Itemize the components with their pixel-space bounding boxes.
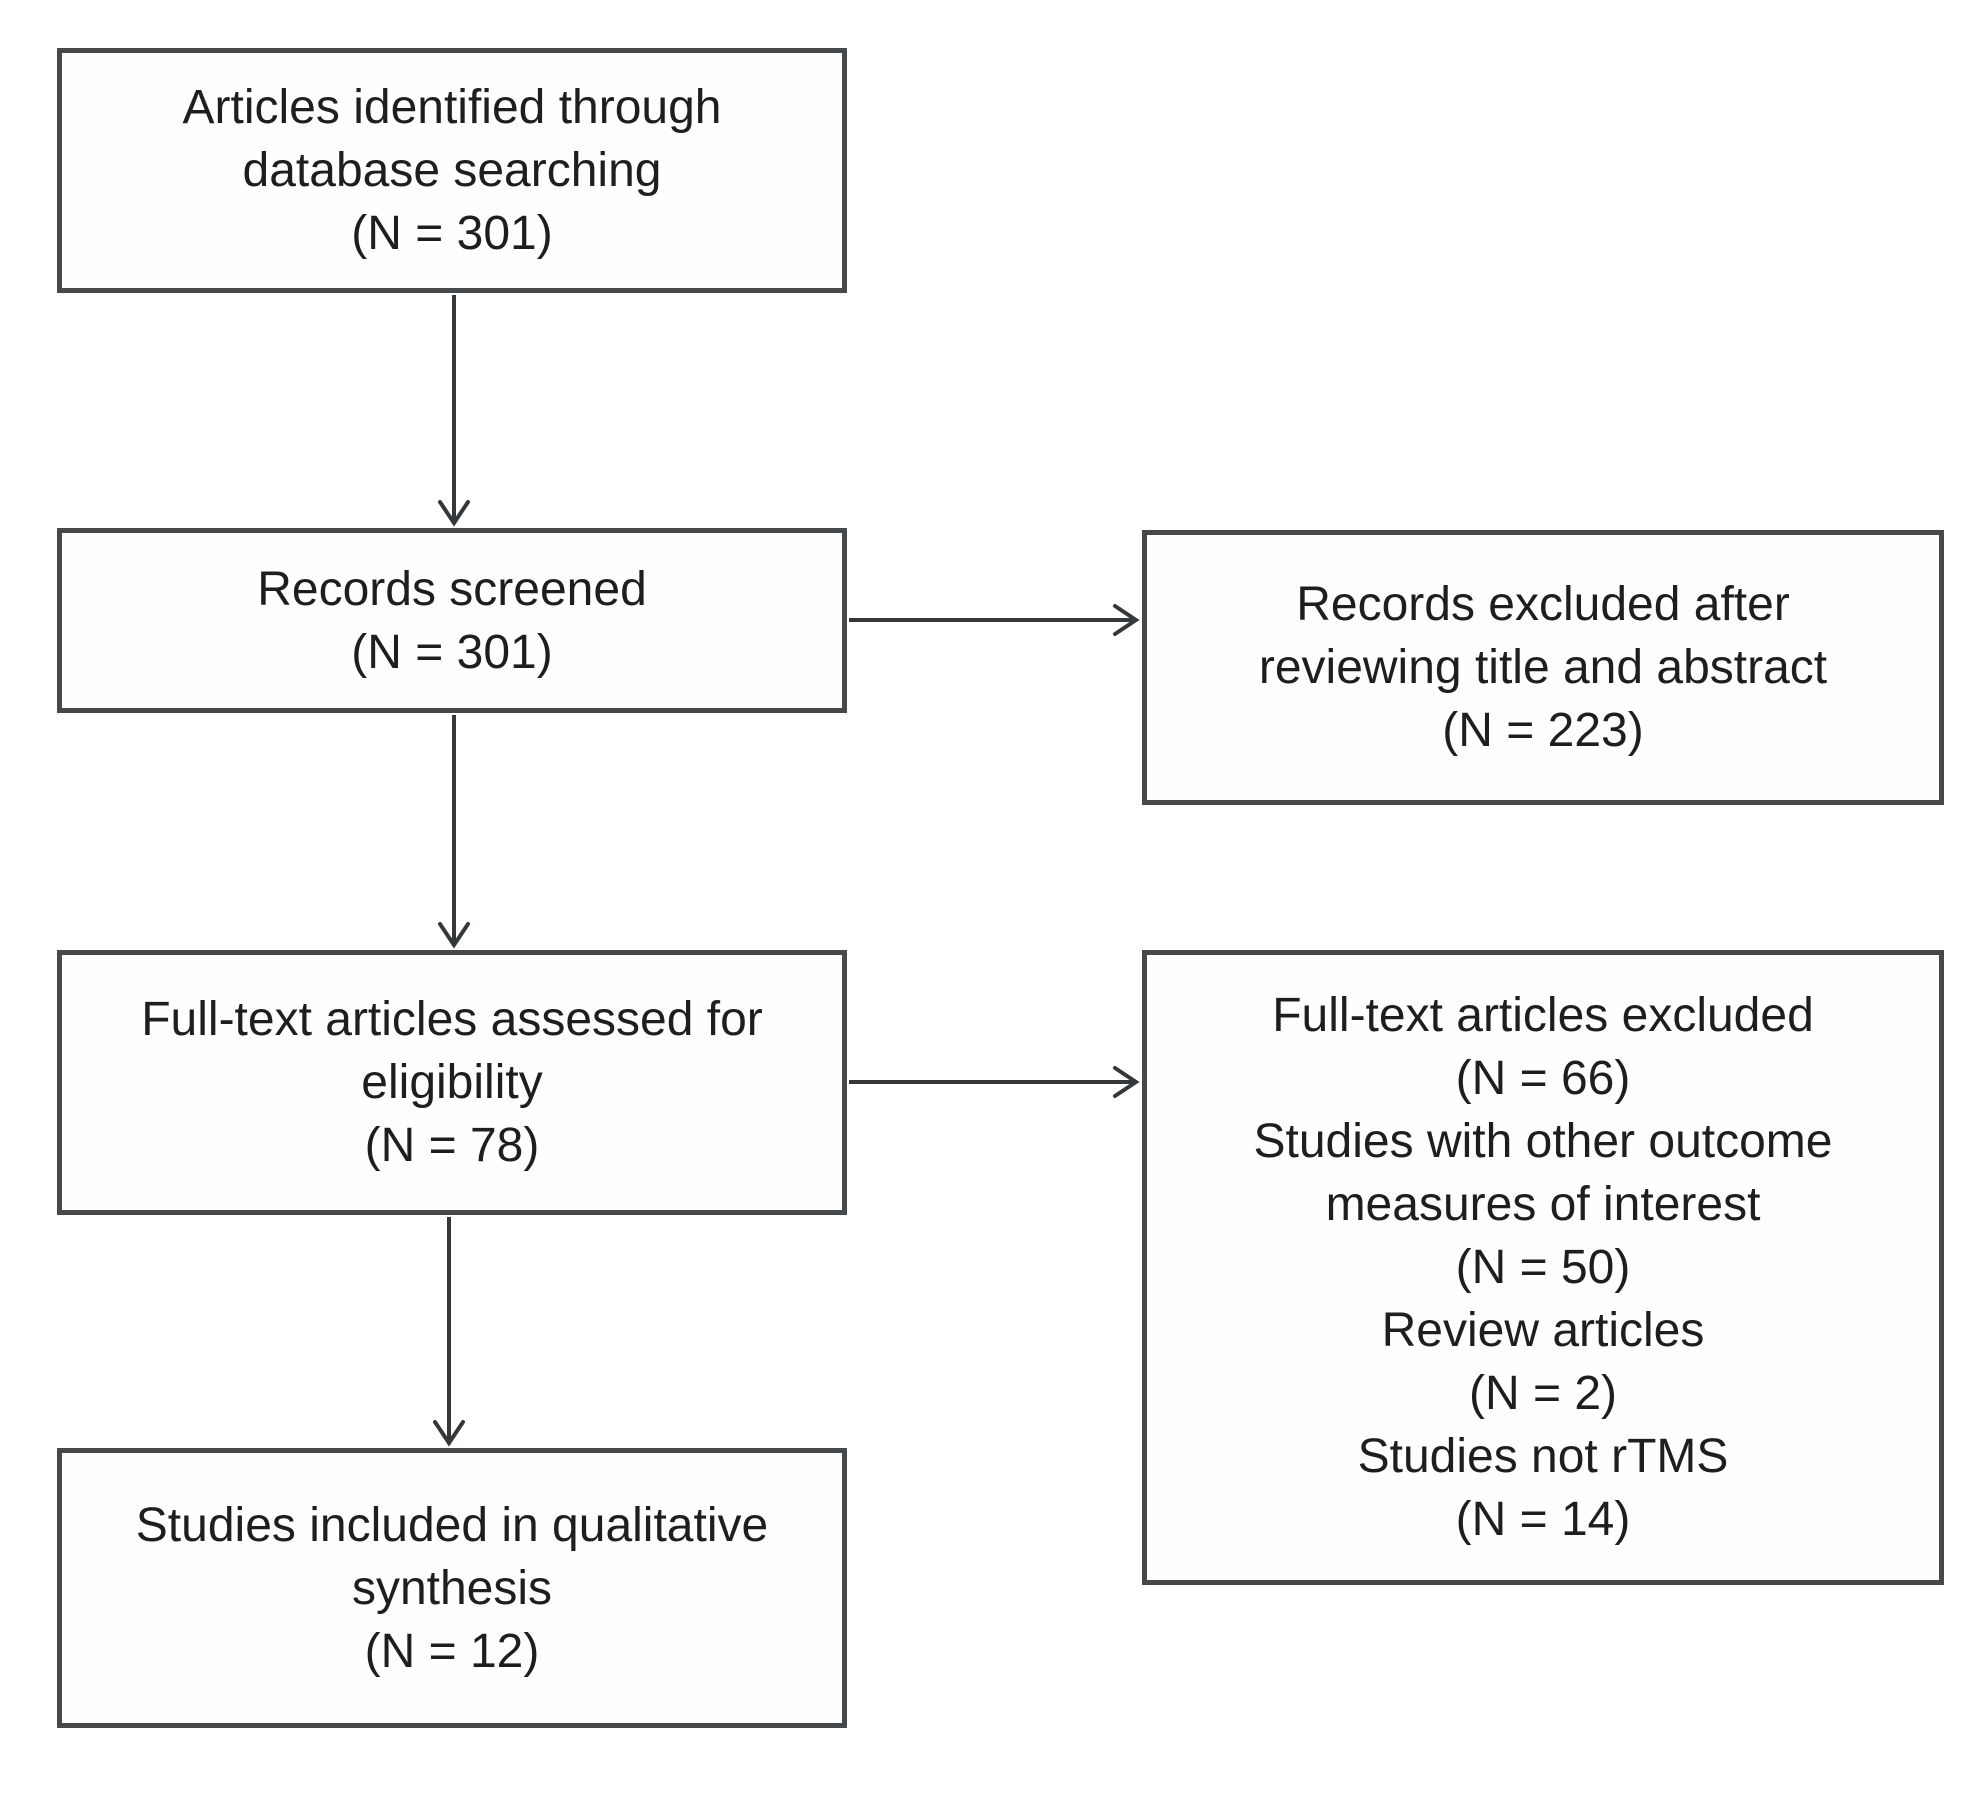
text-line: Full-text articles assessed for — [141, 993, 763, 1046]
flow-box-fulltext-excluded: Full-text articles excluded (N = 66) Stu… — [1142, 950, 1944, 1585]
text-line: (N = 78) — [364, 1119, 540, 1172]
text-line: measures of interest — [1325, 1178, 1761, 1231]
text-line: Review articles — [1381, 1304, 1705, 1357]
text-line: synthesis — [351, 1561, 553, 1615]
text-line: database searching — [242, 144, 662, 197]
flow-box-fulltext-assessed: Full-text articles assessed for eligibil… — [57, 950, 847, 1215]
text-line: Full-text articles excluded — [1272, 989, 1814, 1042]
text-line: Studies not rTMS — [1357, 1430, 1729, 1483]
text-line: reviewing title and abstract — [1258, 641, 1828, 694]
text-line: (N = 301) — [351, 207, 553, 260]
text-line: (N = 50) — [1455, 1241, 1631, 1294]
text-line: (N = 14) — [1455, 1493, 1631, 1546]
text-line: eligibility — [361, 1056, 543, 1109]
text-line: Studies included in qualitative — [135, 1498, 769, 1552]
flow-box-articles-identified: Articles identified through database sea… — [57, 48, 847, 293]
text-line: Studies with other outcome — [1253, 1115, 1833, 1168]
flow-box-records-screened: Records screened (N = 301) — [57, 528, 847, 713]
text-line: (N = 12) — [364, 1624, 540, 1678]
flow-box-records-excluded: Records excluded after reviewing title a… — [1142, 530, 1944, 805]
text-line: Records screened — [257, 562, 647, 616]
text-line: Articles identified through — [182, 81, 722, 134]
text-line: (N = 2) — [1468, 1367, 1618, 1420]
text-line: (N = 66) — [1455, 1052, 1631, 1105]
text-line: (N = 223) — [1442, 704, 1644, 757]
text-line: (N = 301) — [351, 625, 553, 679]
text-line: Records excluded after — [1296, 578, 1790, 631]
flow-box-studies-included: Studies included in qualitative synthesi… — [57, 1448, 847, 1728]
